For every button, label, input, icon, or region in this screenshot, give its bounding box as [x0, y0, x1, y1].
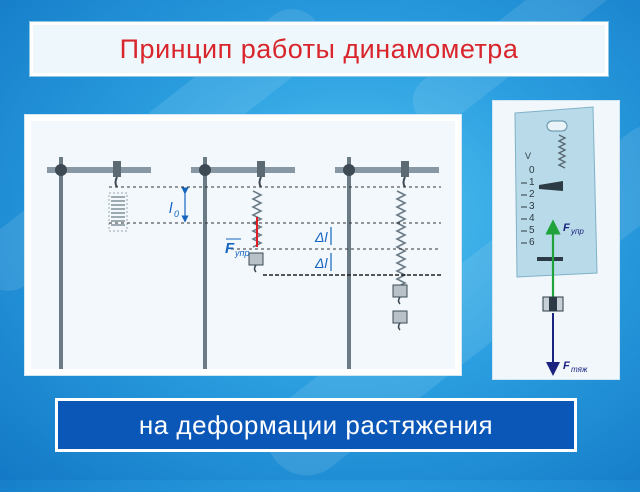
spring-stretched-1 [251, 190, 263, 248]
weight-2b [392, 310, 408, 324]
gravity-force-label: F [563, 360, 570, 372]
scale-number-1: 1 [529, 177, 535, 188]
weight-1 [248, 252, 264, 266]
subtitle: на деформации растяжения [138, 409, 494, 440]
spring-stretched-2 [395, 190, 407, 288]
spring-unloaded [108, 192, 128, 232]
force-subscript: упр [234, 248, 249, 258]
scale-number-5: 5 [529, 225, 535, 236]
scale-number-3: 3 [529, 201, 535, 212]
stand-1 [47, 157, 151, 369]
delta-l-label-2: Δl [314, 255, 328, 271]
delta-l-label-1: Δl [314, 229, 328, 245]
dynamometer-diagram: V 0 1 2 3 4 5 6 F упр F тяж [514, 106, 598, 376]
dynamometer-spring [557, 134, 567, 169]
scale-number-0: 0 [529, 165, 535, 176]
l0-label: l [169, 200, 173, 217]
scale-number-6: 6 [529, 237, 535, 248]
spring-experiment-diagram: l 0 F упр Δl Δl [47, 157, 441, 369]
elastic-force-label: F [563, 222, 570, 234]
experiment-panel: l 0 F упр Δl Δl [24, 114, 462, 376]
subtitle-box: на деформации растяжения [55, 398, 577, 452]
dynamometer-panel: V 0 1 2 3 4 5 6 F упр F тяж [492, 100, 620, 380]
title-box: Принцип работы динамометра [30, 22, 608, 76]
elastic-force-subscript: упр [570, 227, 584, 236]
scale-top-mark: V [525, 151, 531, 161]
gravity-force-subscript: тяж [571, 365, 588, 374]
dynamometer-body [514, 106, 598, 278]
scale-number-2: 2 [529, 189, 535, 200]
stand-2 [191, 157, 295, 369]
stand-3 [335, 157, 439, 369]
l0-subscript: 0 [174, 209, 179, 219]
scale-number-4: 4 [529, 213, 535, 224]
page-title: Принцип работы динамометра [119, 33, 519, 64]
weight-2a [392, 284, 408, 298]
dynamometer-pointer [539, 181, 563, 191]
dynamometer-ring [546, 120, 568, 132]
force-label: F [225, 240, 235, 257]
experiment-panel-inner: l 0 F упр Δl Δl [31, 121, 455, 369]
